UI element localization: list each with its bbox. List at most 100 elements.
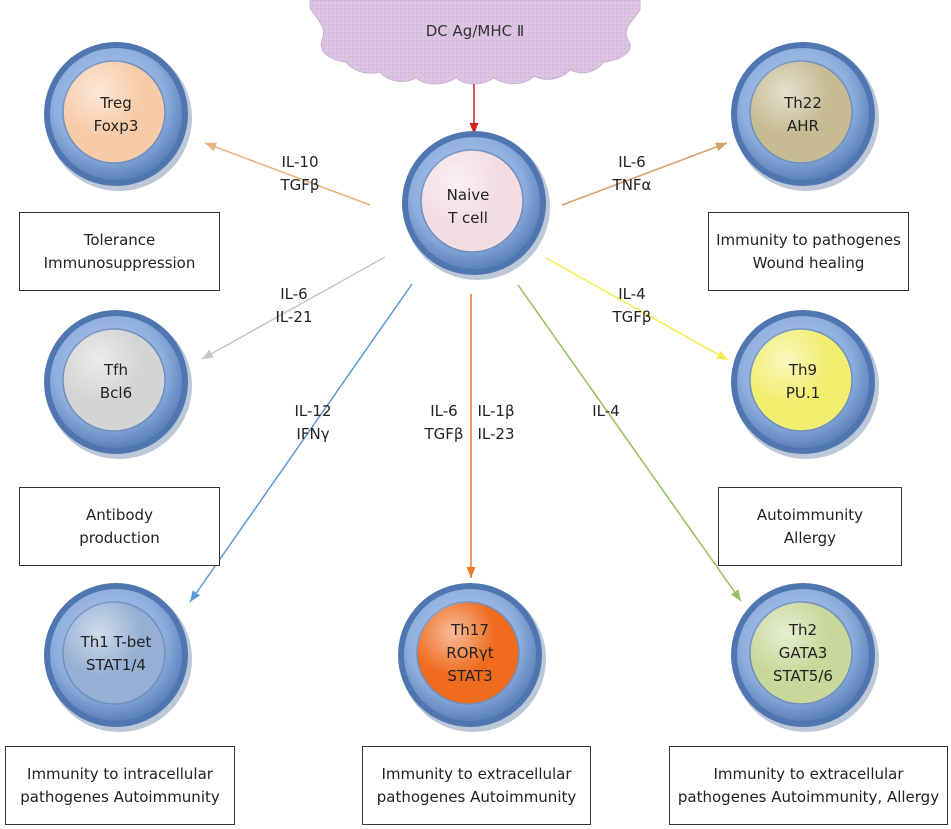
th1-cell-highlight xyxy=(63,602,165,704)
tfh-cell-label: Tfh Bcl6 xyxy=(66,359,166,405)
naive-cell-highlight xyxy=(421,150,523,252)
cytokine-line: IL-4 xyxy=(592,402,620,420)
th17-cell-highlight xyxy=(417,602,519,704)
box-line: pathogenes Autoimmunity, Allergy xyxy=(677,787,940,806)
th2-cell xyxy=(731,583,879,732)
arrow-to-tfh xyxy=(201,256,386,360)
arrow-to-treg xyxy=(204,142,371,206)
th1-line1: Th1 T-bet xyxy=(80,633,152,651)
box-line: Autoimmunity xyxy=(756,505,864,524)
dendritic-cell-shape xyxy=(309,0,641,85)
arrow-to-th17 xyxy=(466,294,476,578)
cytokine-line: IL-4 xyxy=(618,285,646,303)
arrow-to-th2-shaft xyxy=(517,284,742,602)
box-line: Allergy xyxy=(783,528,837,547)
arrow-to-th9 xyxy=(545,257,729,361)
th9-cell-label: Th9 PU.1 xyxy=(753,359,853,405)
th22-line1: Th22 xyxy=(784,94,822,112)
arrow-dc-to-naive xyxy=(469,84,479,134)
th17-line3: STAT3 xyxy=(447,667,493,685)
naive-cell-label: Naive T cell xyxy=(418,184,518,230)
box-line: Antibody xyxy=(86,505,153,524)
tfh-line1: Tfh xyxy=(104,361,128,379)
cytokine-line: IL-12 xyxy=(294,402,332,420)
naive-line2: T cell xyxy=(448,209,488,227)
function-box-treg: Tolerance Immunosuppression xyxy=(19,212,220,291)
th1-cell-label: Th1 T-bet STAT1/4 xyxy=(66,631,166,677)
tfh-cell-highlight xyxy=(63,329,165,431)
treg-cell-label: Treg Foxp3 xyxy=(66,92,166,138)
arrow-to-th9-head xyxy=(716,350,728,360)
treg-cell-highlight xyxy=(63,61,165,163)
function-box-th2: Immunity to extracellular pathogenes Aut… xyxy=(669,746,948,825)
box-line: pathogenes Autoimmunity xyxy=(376,787,577,806)
th2-line1: Th2 xyxy=(788,621,818,639)
th9-cell xyxy=(731,310,879,459)
th22-cell xyxy=(731,42,879,191)
cytokine-line: IL-6 xyxy=(618,153,646,171)
dc-label: DC Ag/MHC Ⅱ xyxy=(425,22,525,40)
cytokine-label-tfh: IL-6 IL-21 xyxy=(262,283,326,329)
cytokine-line: IL-1β xyxy=(477,402,515,420)
cytokine-label-th9: IL-4 TGFβ xyxy=(600,283,664,329)
arrow-to-th22 xyxy=(561,142,728,206)
cytokine-label-th2: IL-4 xyxy=(574,400,638,423)
cytokine-label-treg: IL-10 TGFβ xyxy=(268,151,332,197)
cytokine-line: TNFα xyxy=(612,176,652,194)
arrow-to-th22-shaft xyxy=(561,142,728,206)
cytokine-label-th17-a: IL-6 TGFβ xyxy=(412,400,476,446)
cytokine-line: IL-10 xyxy=(281,153,319,171)
arrow-to-tfh-shaft xyxy=(201,256,386,360)
cytokine-label-th22: IL-6 TNFα xyxy=(600,151,664,197)
treg-cell xyxy=(44,42,192,191)
box-line: production xyxy=(79,528,160,547)
function-box-th1: Immunity to intracellular pathogenes Aut… xyxy=(5,746,235,825)
cytokine-line: TGFβ xyxy=(280,176,320,194)
cytokine-line: IL-6 xyxy=(280,285,308,303)
th2-cell-highlight xyxy=(750,602,852,704)
cytokine-line: IFNγ xyxy=(296,425,330,443)
th9-line1: Th9 xyxy=(788,361,818,379)
arrow-to-th17-head xyxy=(466,567,476,578)
th2-line3: STAT5/6 xyxy=(773,667,833,685)
box-line: Immunosuppression xyxy=(43,253,196,272)
arrow-to-tfh-head xyxy=(202,349,214,359)
treg-line1: Treg xyxy=(100,94,132,112)
arrow-to-th1-shaft xyxy=(189,283,413,603)
arrow-to-th2-head xyxy=(730,589,741,601)
treg-line2: Foxp3 xyxy=(93,117,139,135)
cytokine-label-th1: IL-12 IFNγ xyxy=(281,400,345,446)
th1-line2: STAT1/4 xyxy=(86,656,146,674)
function-box-th22: Immunity to pathogenes Wound healing xyxy=(708,212,909,291)
arrow-to-th22-head xyxy=(715,142,727,152)
box-line: Immunity to pathogenes xyxy=(716,230,901,249)
box-line: Tolerance xyxy=(83,230,156,249)
cytokine-line: TGFβ xyxy=(424,425,464,443)
arrow-to-th1 xyxy=(189,283,413,603)
th2-line2: GATA3 xyxy=(778,644,828,662)
th17-cell xyxy=(398,583,546,732)
function-box-tfh: Antibody production xyxy=(19,487,220,566)
th17-line2: RORγt xyxy=(446,644,494,662)
naive-cell xyxy=(402,131,550,280)
cytokine-line: IL-23 xyxy=(477,425,515,443)
tfh-cell xyxy=(44,310,192,459)
cells-layer xyxy=(44,42,879,732)
arrow-to-treg-shaft xyxy=(204,142,371,206)
th17-line1: Th17 xyxy=(451,621,489,639)
function-box-th9: Autoimmunity Allergy xyxy=(718,487,902,566)
function-box-th17: Immunity to extracellular pathogenes Aut… xyxy=(362,746,591,825)
th22-cell-highlight xyxy=(750,61,852,163)
cytokine-label-th17-b: IL-1β IL-23 xyxy=(464,400,528,446)
arrows-layer xyxy=(189,84,742,603)
th22-cell-label: Th22 AHR xyxy=(753,92,853,138)
arrow-dc-to-naive-head xyxy=(469,123,479,134)
th9-line2: PU.1 xyxy=(785,384,821,402)
th2-cell-label: Th2 GATA3 STAT5/6 xyxy=(753,619,853,688)
cytokine-line: TGFβ xyxy=(612,308,652,326)
arrow-to-th1-head xyxy=(190,590,200,602)
box-line: pathogenes Autoimmunity xyxy=(20,787,220,806)
box-line: Wound healing xyxy=(752,253,865,272)
arrow-to-treg-head xyxy=(205,142,217,152)
